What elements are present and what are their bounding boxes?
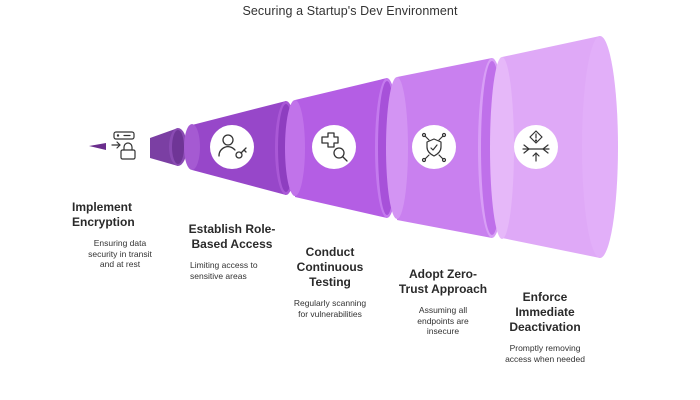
stage-4-description: Assuming all endpoints are insecure bbox=[417, 305, 469, 336]
stage-5-description: Promptly removing access when needed bbox=[505, 343, 585, 364]
lock-transfer-icon bbox=[111, 131, 136, 160]
stage-1-description: Ensuring data security in transit and at… bbox=[88, 238, 152, 269]
funnel-segment-5 bbox=[490, 36, 618, 258]
stage-2-label: Establish Role- Based Access Limiting ac… bbox=[182, 222, 282, 281]
warning-split-icon bbox=[514, 125, 558, 169]
stage-5-label: Enforce Immediate Deactivation Promptly … bbox=[495, 290, 595, 364]
stage-1-label: Implement Encryption Ensuring data secur… bbox=[72, 200, 158, 270]
user-key-icon bbox=[210, 125, 254, 169]
stage-4-label: Adopt Zero- Trust Approach Assuming all … bbox=[393, 267, 493, 337]
diagram-title: Securing a Startup's Dev Environment bbox=[242, 4, 458, 18]
stage-3-title: Conduct Continuous Testing bbox=[296, 245, 364, 289]
funnel-segment-1 bbox=[150, 128, 187, 166]
funnel-tip bbox=[89, 143, 106, 150]
stage-2-title: Establish Role- Based Access bbox=[188, 222, 276, 251]
stage-3-label: Conduct Continuous Testing Regularly sca… bbox=[285, 245, 375, 319]
plus-magnifier-icon bbox=[312, 125, 356, 169]
shield-network-icon bbox=[412, 125, 456, 169]
stage-1-title: Implement Encryption bbox=[72, 200, 135, 229]
stage-2-description: Limiting access to sensitive areas bbox=[190, 260, 258, 281]
stage-3-description: Regularly scanning for vulnerabilities bbox=[293, 298, 367, 319]
stage-4-title: Adopt Zero- Trust Approach bbox=[398, 267, 488, 296]
stage-5-title: Enforce Immediate Deactivation bbox=[509, 290, 581, 334]
